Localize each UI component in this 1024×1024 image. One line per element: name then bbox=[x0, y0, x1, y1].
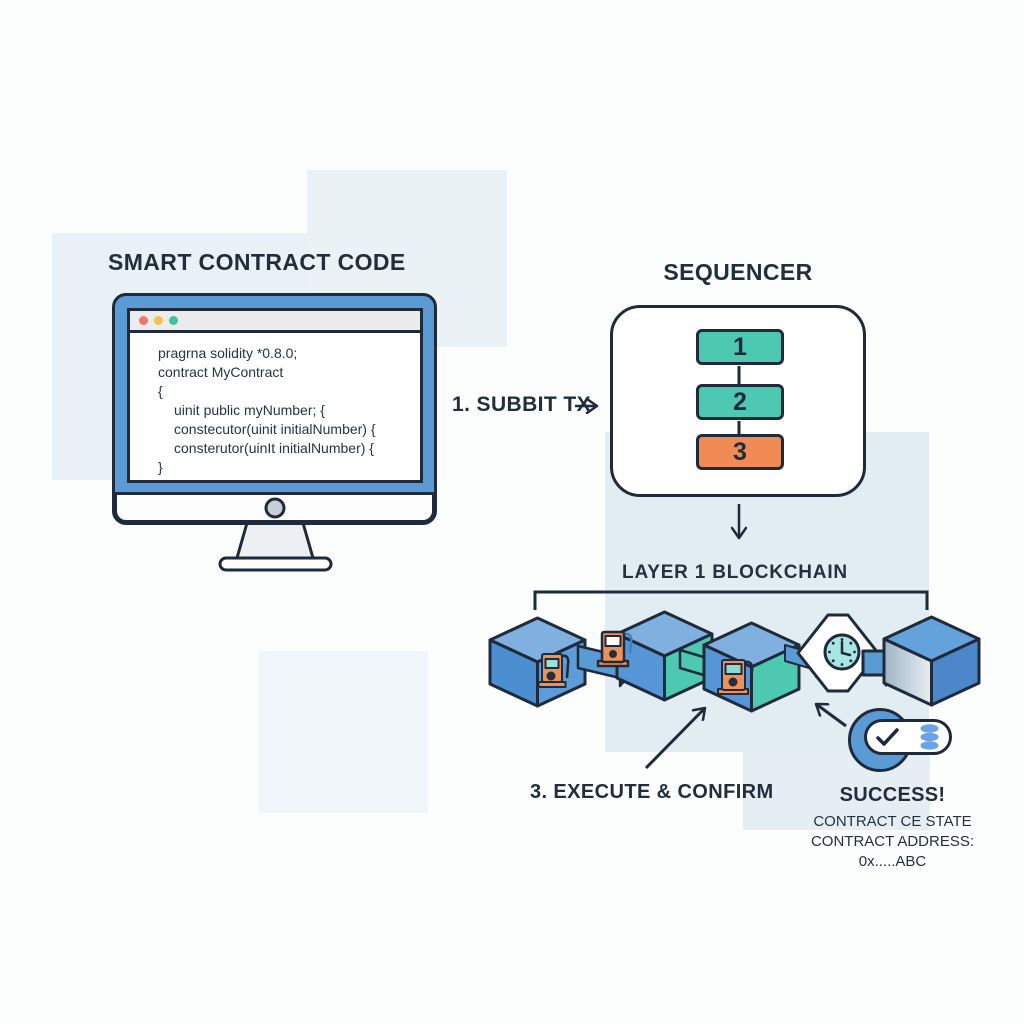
queue-item: 3 bbox=[696, 434, 784, 470]
sequencer-title: SEQUENCER bbox=[663, 259, 813, 285]
submit-tx-label: 1. SUBBIT TX bbox=[452, 393, 591, 416]
monitor: pragrna solidity *0.8.0; contract MyCont… bbox=[112, 293, 437, 525]
block-cube-4 bbox=[882, 615, 981, 707]
maximize-dot-icon bbox=[169, 316, 178, 325]
success-title: SUCCESS! bbox=[839, 784, 946, 806]
check-icon bbox=[876, 727, 899, 746]
gas-pump-icon bbox=[537, 653, 570, 688]
code-line: consterutor(uinIt initialNumber) { bbox=[174, 440, 374, 456]
window-titlebar bbox=[130, 311, 420, 333]
success-line: CONTRACT CE STATE bbox=[813, 813, 972, 830]
success-line: 0x.....ABC bbox=[858, 853, 927, 870]
monitor-button bbox=[264, 497, 285, 518]
monitor-stand bbox=[218, 521, 333, 572]
queue-item: 2 bbox=[696, 384, 784, 420]
close-dot-icon bbox=[139, 316, 148, 325]
code-line: { bbox=[158, 383, 163, 399]
sequencer-box: 1 2 3 bbox=[610, 305, 866, 497]
clock-icon bbox=[823, 633, 861, 671]
background-panel bbox=[258, 651, 428, 813]
monitor-chin bbox=[114, 492, 435, 523]
queue-item: 1 bbox=[696, 329, 784, 365]
success-line: CONTRACT ADDRESS: bbox=[810, 833, 975, 850]
blockchain-row bbox=[488, 610, 981, 713]
success-text-block: SUCCESS! CONTRACT CE STATE CONTRACT ADDR… bbox=[795, 784, 990, 872]
gas-pump-icon bbox=[596, 630, 633, 668]
code-line: constecutor(uinit initialNumber) { bbox=[174, 421, 376, 437]
code-line: pragrna solidity *0.8.0; bbox=[158, 345, 298, 361]
code-line: contract MyContract bbox=[158, 364, 284, 380]
execute-confirm-label: 3. EXECUTE & CONFIRM bbox=[530, 781, 774, 803]
code-line: } bbox=[158, 459, 163, 475]
block-cube-1 bbox=[488, 616, 587, 708]
minimize-dot-icon bbox=[154, 316, 163, 325]
code-block: pragrna solidity *0.8.0; contract MyCont… bbox=[130, 333, 420, 477]
gas-pump-icon bbox=[717, 659, 754, 695]
layer1-blockchain-label: LAYER 1 BLOCKCHAIN bbox=[622, 562, 848, 583]
success-badge bbox=[864, 719, 952, 755]
code-line: uinit public myNumber; { bbox=[174, 402, 325, 418]
smart-contract-title: SMART CONTRACT CODE bbox=[108, 249, 406, 275]
code-editor-window: pragrna solidity *0.8.0; contract MyCont… bbox=[127, 308, 423, 483]
database-icon bbox=[920, 724, 939, 750]
